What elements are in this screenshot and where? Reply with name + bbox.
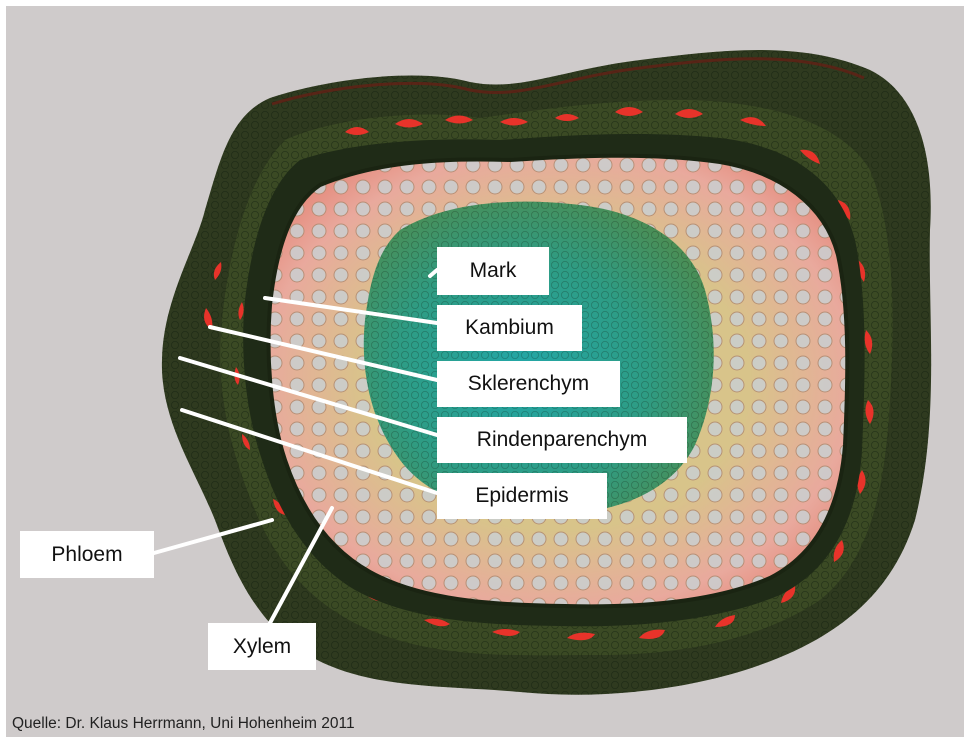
- label-phloem: Phloem: [20, 531, 154, 578]
- source-caption: Quelle: Dr. Klaus Herrmann, Uni Hohenhei…: [12, 715, 355, 733]
- label-kambium: Kambium: [437, 305, 582, 351]
- label-rindenparenchym: Rindenparenchym: [437, 417, 687, 463]
- label-mark: Mark: [437, 247, 549, 295]
- label-sklerenchym: Sklerenchym: [437, 361, 620, 407]
- label-xylem: Xylem: [208, 623, 316, 670]
- label-epidermis: Epidermis: [437, 473, 607, 519]
